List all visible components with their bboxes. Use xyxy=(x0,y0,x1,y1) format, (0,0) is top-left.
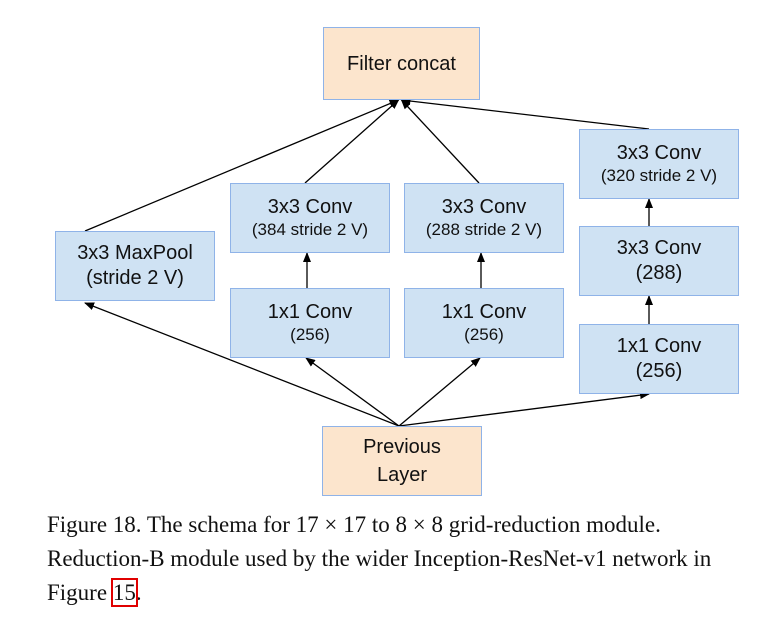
node-subtitle: (288) xyxy=(635,262,683,284)
node-label: Filter concat xyxy=(347,52,456,75)
node-title: 3x3 Conv xyxy=(616,237,702,259)
node-title: 3x3 Conv xyxy=(616,142,702,164)
node-title: 1x1 Conv xyxy=(441,301,527,323)
edge-previous_layer-to-maxpool xyxy=(84,302,400,427)
node-title: 3x3 Conv xyxy=(267,196,353,218)
node-subtitle: (320 stride 2 V) xyxy=(600,166,718,185)
caption-text: Figure 18. The schema for 17 × 17 to 8 ×… xyxy=(47,512,712,605)
conv1x1-right-node: 1x1 Conv (256) xyxy=(579,324,739,394)
conv3x3-320-node: 3x3 Conv (320 stride 2 V) xyxy=(579,129,739,199)
edge-conv3_320-to-filter_concat xyxy=(400,97,650,130)
node-subtitle: (256) xyxy=(635,360,683,382)
edge-previous_layer-to-conv1_left xyxy=(305,357,400,427)
figure-caption: Figure 18. The schema for 17 × 17 to 8 ×… xyxy=(47,508,747,610)
node-title: 3x3 Conv xyxy=(441,196,527,218)
conv3x3-288-node: 3x3 Conv (288) xyxy=(579,226,739,296)
reduction-b-diagram: Filter concat 3x3 MaxPool (stride 2 V) 3… xyxy=(55,27,739,496)
node-title: 1x1 Conv xyxy=(267,301,353,323)
edge-maxpool-to-filter_concat xyxy=(84,99,400,232)
edge-conv3_384-to-filter_concat xyxy=(304,99,400,184)
node-subtitle: Layer xyxy=(376,464,428,486)
node-subtitle: (256) xyxy=(464,325,504,344)
figure-reference-link[interactable]: 15 xyxy=(110,578,138,607)
edge-conv3_288s2-to-filter_concat xyxy=(400,99,480,184)
conv3x3-384-node: 3x3 Conv (384 stride 2 V) xyxy=(230,183,390,253)
node-title: Previous xyxy=(363,436,441,458)
previous-layer-node: Previous Layer xyxy=(322,426,482,496)
node-title: 1x1 Conv xyxy=(616,335,702,357)
maxpool-node: 3x3 MaxPool (stride 2 V) xyxy=(55,231,215,301)
conv3x3-288-stride-node: 3x3 Conv (288 stride 2 V) xyxy=(404,183,564,253)
conv1x1-mid-node: 1x1 Conv (256) xyxy=(404,288,564,358)
node-subtitle: (stride 2 V) xyxy=(86,267,184,289)
caption-end: . xyxy=(135,580,142,605)
edge-previous_layer-to-conv1_mid xyxy=(398,357,481,427)
node-subtitle: (256) xyxy=(290,325,330,344)
edge-previous_layer-to-conv1_right xyxy=(398,391,650,427)
edges-layer xyxy=(84,97,653,427)
node-subtitle: (288 stride 2 V) xyxy=(425,220,543,239)
node-subtitle: (384 stride 2 V) xyxy=(251,220,369,239)
filter-concat-node: Filter concat xyxy=(323,27,480,100)
node-title: 3x3 MaxPool xyxy=(77,242,193,264)
conv1x1-left-node: 1x1 Conv (256) xyxy=(230,288,390,358)
